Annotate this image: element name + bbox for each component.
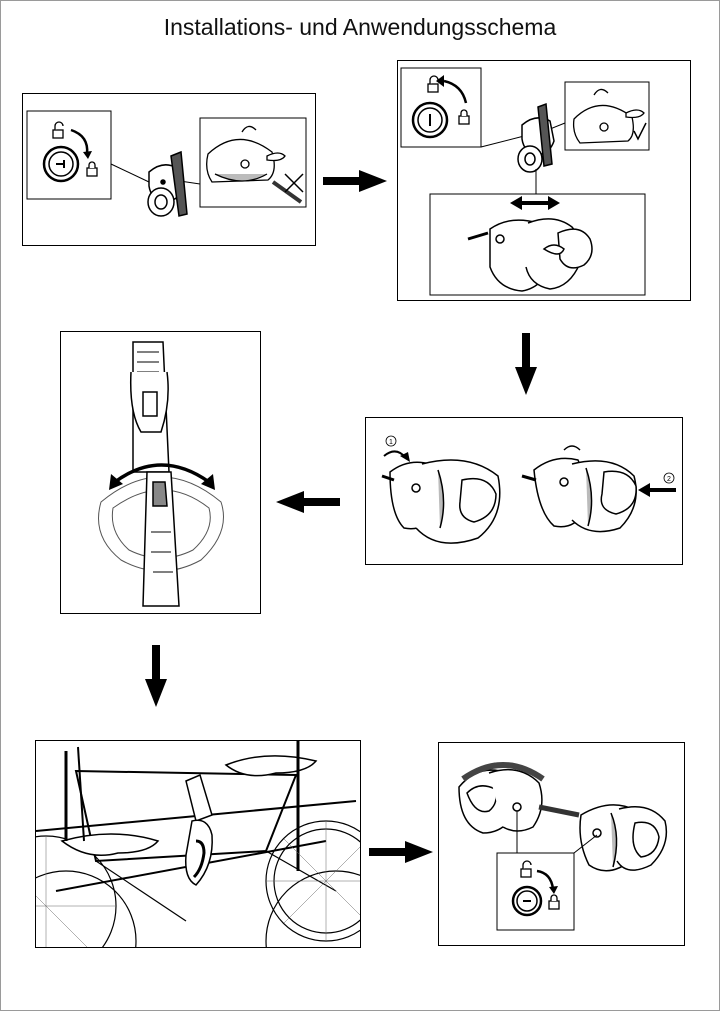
padlock-closed-icon <box>86 161 98 177</box>
padlock-closed-icon <box>458 109 470 125</box>
clamp-detail-inset <box>199 117 307 208</box>
step-5-panel <box>35 740 361 948</box>
page-title: Installations- und Anwendungsschema <box>163 14 557 40</box>
padlock-open-icon <box>427 75 439 93</box>
step-4-panel <box>60 331 261 614</box>
lock-knob-icon <box>411 101 449 139</box>
flow-arrow-icon <box>515 333 537 395</box>
lock-knob-icon <box>511 885 543 917</box>
flow-arrow-icon <box>145 645 167 707</box>
padlock-closed-icon <box>548 894 560 910</box>
double-arrow-icon <box>510 196 560 210</box>
step-6-panel <box>438 742 685 946</box>
bike-clamp-drawing <box>147 150 188 217</box>
flow-arrow-icon <box>276 491 340 513</box>
step-2-panel <box>397 60 691 301</box>
step-1-panel <box>22 93 316 246</box>
lock-detail-inset <box>26 110 112 200</box>
step-3-panel: 1 2 <box>365 417 683 565</box>
flow-arrow-icon <box>323 170 387 192</box>
lock-knob-icon <box>42 145 80 183</box>
padlock-open-icon <box>520 860 532 878</box>
flow-arrow-icon <box>369 841 433 863</box>
check-mark-icon <box>633 122 647 141</box>
cross-mark-icon <box>284 173 304 193</box>
padlock-open-icon <box>52 121 64 139</box>
step-marker-2: 2 <box>667 476 671 483</box>
step-marker-1: 1 <box>389 439 393 446</box>
